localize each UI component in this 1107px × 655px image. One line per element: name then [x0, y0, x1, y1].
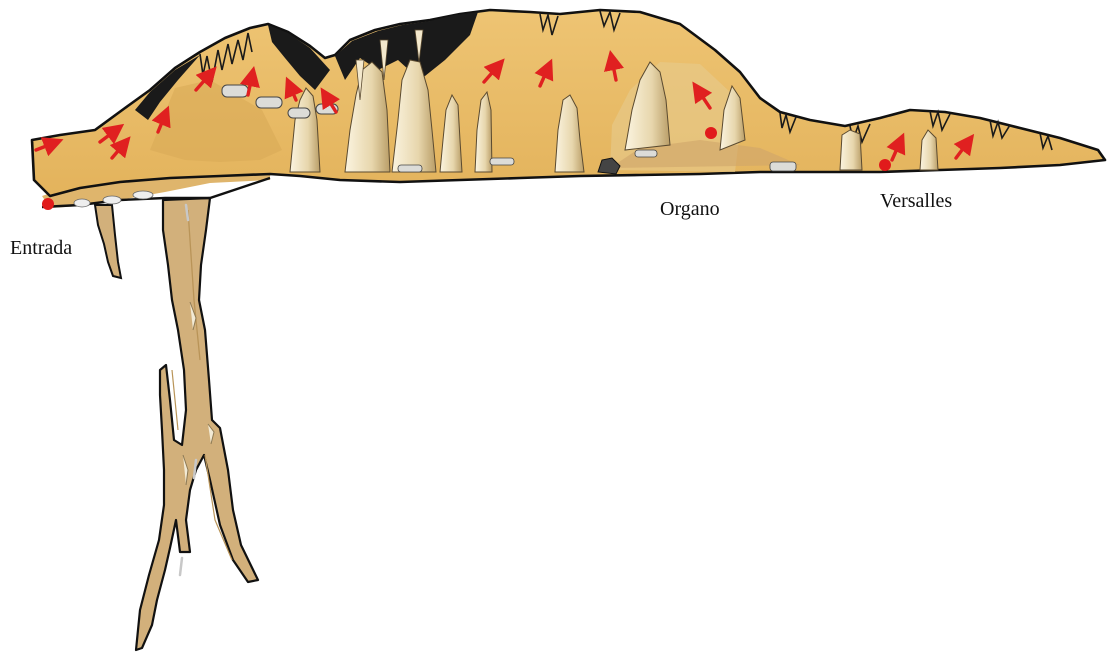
- versailles-dot: [879, 159, 891, 171]
- versailles-label: Versalles: [880, 190, 952, 213]
- entrance-dot: [42, 198, 54, 210]
- arrow-marker: [180, 558, 182, 575]
- entrance-label: Entrada: [10, 237, 72, 260]
- organ-label: Organo: [660, 198, 720, 221]
- organ-dot: [705, 127, 717, 139]
- vertical-shaft: [95, 198, 258, 650]
